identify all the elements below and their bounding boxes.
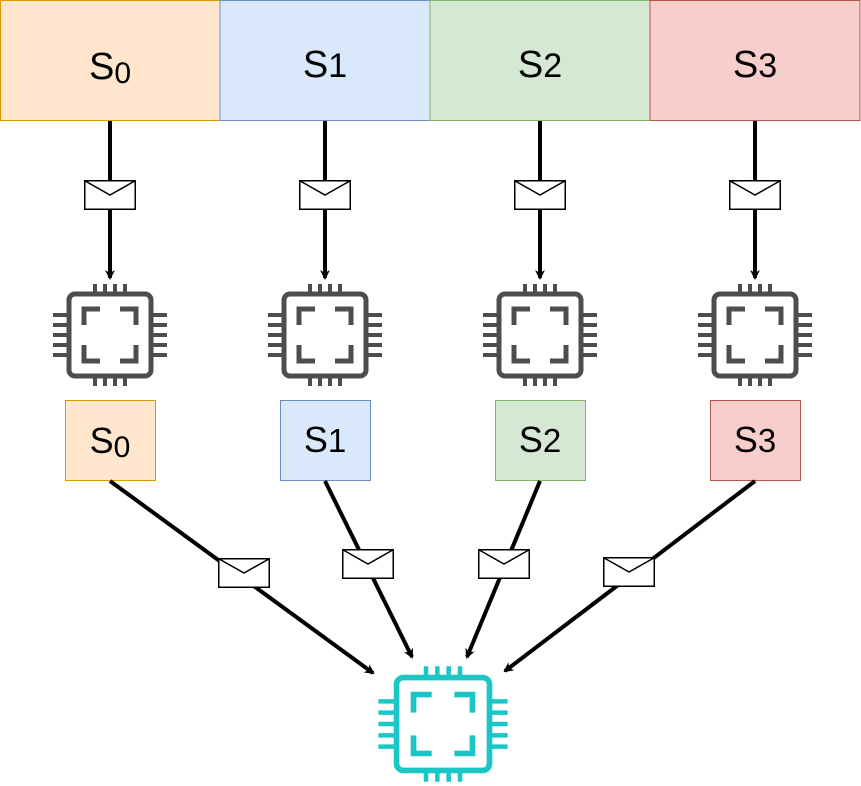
segment-s1: S1: [219, 0, 431, 121]
segment-s2: S2: [429, 0, 651, 121]
segment-s3-label: S3: [733, 44, 777, 86]
cpu-chip-icon: [698, 284, 812, 386]
envelope-icon: [514, 180, 566, 210]
segment-s3: S3: [649, 0, 861, 121]
segment-s0: S0: [0, 0, 221, 121]
cpu-chip-icon: [378, 666, 507, 782]
segment-bar: S0 S1 S2 S3: [0, 0, 861, 121]
result-s3: S3: [710, 400, 801, 481]
envelope-icon: [218, 558, 270, 588]
envelope-icon: [729, 180, 781, 210]
segment-s2-label: S2: [518, 44, 562, 86]
result-s0: S0: [65, 400, 156, 481]
envelope-icon: [299, 180, 351, 210]
envelope-icon: [84, 180, 136, 210]
envelope-icon: [603, 557, 655, 587]
segment-s0-label: S0: [89, 46, 131, 90]
cpu-chip-icon: [268, 284, 382, 386]
envelope-icon: [478, 549, 530, 579]
result-s2-label: S2: [519, 419, 561, 460]
result-s0-label: S0: [90, 420, 131, 464]
result-s3-label: S3: [734, 419, 776, 460]
result-s1: S1: [280, 400, 371, 481]
cpu-chip-icon: [483, 284, 597, 386]
result-s1-label: S1: [304, 419, 346, 460]
segment-s1-label: S1: [303, 44, 347, 86]
result-s2: S2: [495, 400, 586, 481]
envelope-icon: [342, 549, 394, 579]
cpu-chip-icon: [53, 284, 167, 386]
